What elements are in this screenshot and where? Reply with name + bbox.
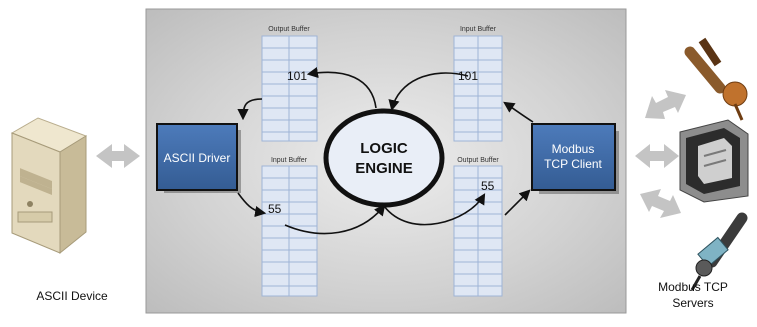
left-input-value: 55 (268, 202, 282, 216)
right-output-buffer-title: Output Buffer (457, 157, 499, 164)
modbus-client-label-2: TCP Client (544, 157, 602, 171)
flow-arrows (237, 67, 534, 235)
right-input-buffer-title: Input Buffer (460, 26, 497, 33)
ascii-device-label: ASCII Device (36, 289, 108, 303)
modbus-client-label-1: Modbus (552, 142, 595, 156)
logic-engine-ellipse (323, 108, 445, 208)
left-output-value: 101 (287, 69, 307, 83)
modbus-servers-label-1: Modbus TCP (658, 280, 728, 294)
scanner-icon (679, 119, 749, 203)
left-output-buffer-title: Output Buffer (268, 26, 310, 33)
logic-engine-line2: ENGINE (355, 160, 413, 177)
connection-arrows (96, 90, 686, 218)
logic-engine-line1: LOGIC (360, 140, 408, 157)
left-input-buffer-title: Input Buffer (271, 157, 308, 164)
ascii-driver-label: ASCII Driver (164, 151, 231, 165)
sensor-icon-bottom (690, 212, 748, 291)
modbus-client-box (531, 123, 616, 191)
right-input-value: 101 (458, 69, 478, 83)
right-output-buffer (453, 165, 503, 297)
modbus-servers-label-2: Servers (672, 296, 713, 310)
left-output-buffer (261, 35, 318, 142)
computer-tower-icon (10, 117, 88, 255)
sensor-icon-top (684, 37, 748, 121)
right-output-value: 55 (481, 179, 495, 193)
ascii-driver-box (156, 123, 238, 191)
right-input-buffer (453, 35, 503, 142)
left-input-buffer (261, 165, 318, 297)
